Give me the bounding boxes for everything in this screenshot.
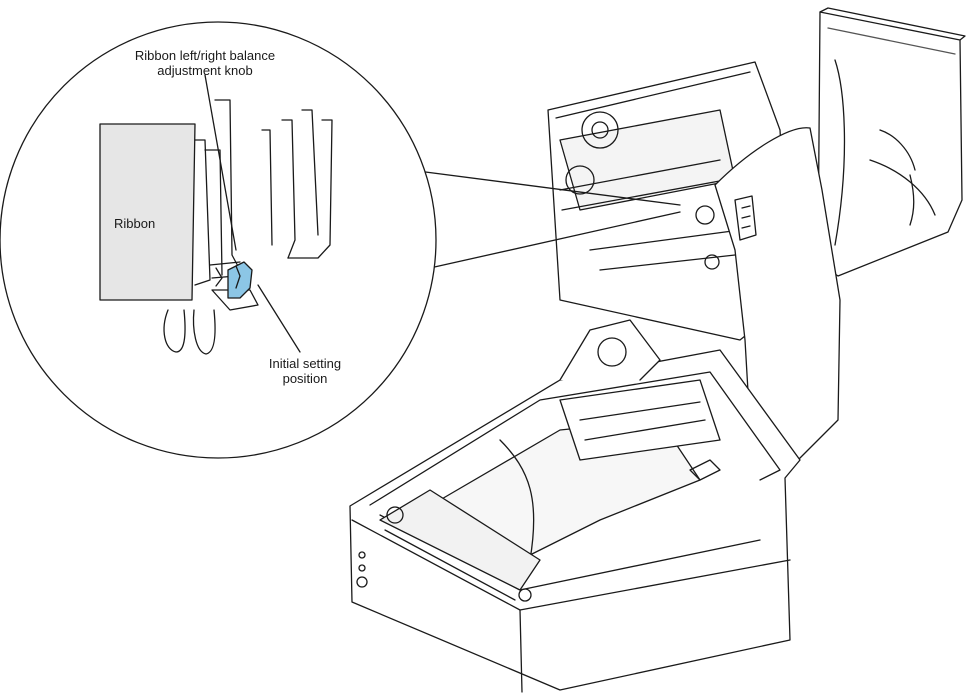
balance-knob	[227, 261, 253, 299]
initial-label-line2: position	[282, 371, 328, 386]
top-cover-rear	[817, 7, 966, 277]
initial-pointer	[257, 284, 301, 353]
magnified-inset	[0, 21, 437, 459]
initial-label-line1: Initial setting	[268, 356, 342, 371]
zoom-leader-lines	[409, 169, 681, 269]
ribbon-label: Ribbon	[114, 216, 156, 231]
initial-position-label: Initial setting position	[240, 356, 370, 386]
knob-pointer	[204, 74, 237, 251]
ribbon-frame	[547, 61, 791, 341]
ribbon-roll	[99, 123, 196, 301]
printer-base	[349, 319, 801, 693]
head-cover	[714, 127, 841, 481]
knob-label-line2: adjustment knob	[157, 63, 253, 78]
knob-label: Ribbon left/right balance adjustment kno…	[100, 48, 310, 78]
knob-label-line1: Ribbon left/right balance	[134, 48, 276, 63]
